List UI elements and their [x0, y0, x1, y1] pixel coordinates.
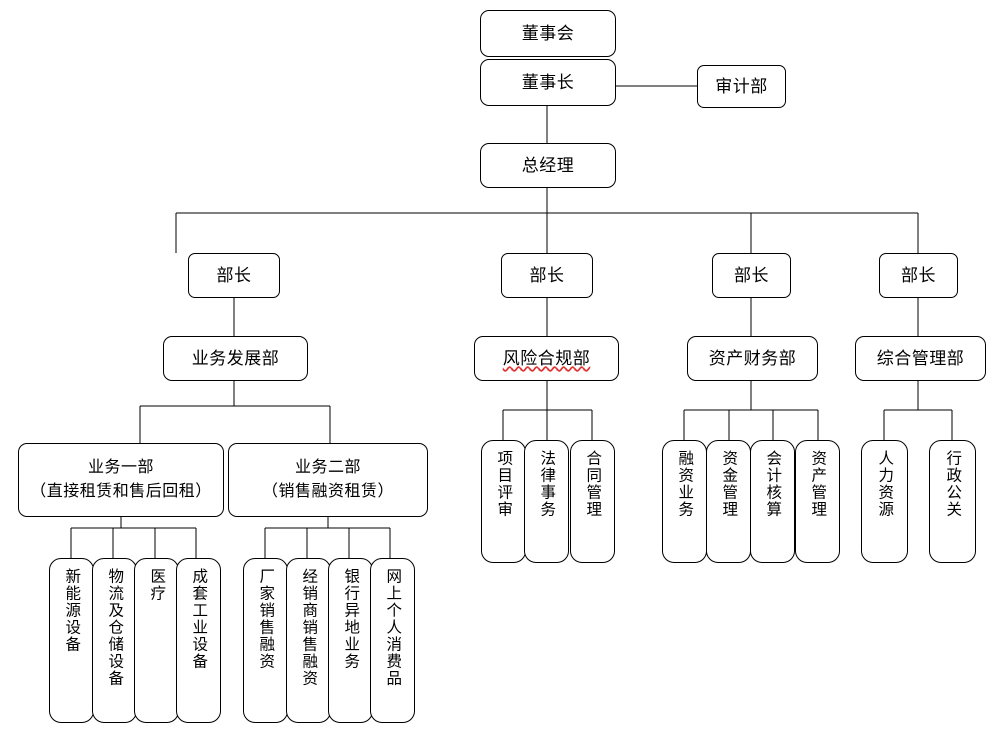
leaf-financing-business[interactable]: 融资业务 [662, 440, 707, 563]
leaf-label: 医疗 [148, 568, 166, 602]
node-label: 业务发展部 [191, 348, 280, 368]
node-label: 总经理 [521, 155, 575, 175]
leaf-label: 资产管理 [809, 450, 827, 518]
leaf-label: 资金管理 [720, 450, 738, 518]
leaf-label: 法律事务 [538, 450, 556, 518]
node-department-head-business[interactable]: 部长 [188, 253, 280, 298]
node-label: 部长 [529, 265, 565, 285]
node-label-line1: 业务二部 [294, 459, 361, 477]
leaf-label: 合同管理 [584, 450, 602, 518]
node-label: 审计部 [715, 76, 768, 96]
leaf-project-review[interactable]: 项目评审 [481, 440, 526, 563]
node-risk-compliance-department[interactable]: 风险合规部 [474, 336, 619, 381]
node-label: 部长 [734, 265, 769, 285]
leaf-complete-industrial-equipment[interactable]: 成套工业设备 [176, 558, 221, 723]
node-board-of-directors[interactable]: 董事会 [480, 10, 616, 57]
node-business-unit-1[interactable]: 业务一部 （直接租赁和售后回租） [18, 443, 224, 517]
node-label: 综合管理部 [876, 348, 965, 368]
node-label: 部长 [216, 265, 252, 285]
node-label: 部长 [901, 265, 936, 285]
leaf-administration-public-relations[interactable]: 行政公关 [929, 440, 976, 563]
leaf-legal-affairs[interactable]: 法律事务 [524, 440, 569, 563]
leaf-logistics-warehouse-equipment[interactable]: 物流及仓储设备 [92, 558, 137, 723]
leaf-label: 银行异地业务 [342, 568, 360, 670]
leaf-accounting[interactable]: 会计核算 [750, 440, 795, 563]
node-general-management-department[interactable]: 综合管理部 [855, 336, 986, 381]
node-audit-department[interactable]: 审计部 [697, 65, 786, 108]
leaf-manufacturer-sales-financing[interactable]: 厂家销售融资 [243, 558, 288, 723]
node-general-manager[interactable]: 总经理 [480, 143, 616, 188]
leaf-label: 人力资源 [876, 450, 894, 518]
leaf-label: 新能源设备 [63, 568, 81, 653]
leaf-label: 成套工业设备 [190, 568, 208, 670]
leaf-human-resources[interactable]: 人力资源 [861, 440, 908, 563]
node-department-head-admin[interactable]: 部长 [879, 253, 958, 298]
node-label: 风险合规部 [502, 348, 591, 368]
leaf-dealer-sales-financing[interactable]: 经销商销售融资 [286, 558, 331, 723]
leaf-label: 厂家销售融资 [257, 568, 275, 670]
leaf-label: 会计核算 [764, 450, 782, 518]
leaf-fund-management[interactable]: 资金管理 [706, 440, 751, 563]
node-label: 董事长 [521, 72, 575, 92]
node-label-line2: （销售融资租赁） [261, 482, 394, 500]
leaf-new-energy-equipment[interactable]: 新能源设备 [49, 558, 94, 723]
node-label: 董事会 [521, 23, 575, 43]
node-business-unit-2[interactable]: 业务二部 （销售融资租赁） [228, 443, 428, 517]
leaf-label: 经销商销售融资 [300, 568, 318, 687]
leaf-online-personal-consumer-goods[interactable]: 网上个人消费品 [370, 558, 415, 723]
node-label: 资产财务部 [708, 348, 797, 368]
node-label-line1: 业务一部 [87, 459, 154, 477]
leaf-label: 物流及仓储设备 [106, 568, 124, 687]
node-asset-finance-department[interactable]: 资产财务部 [687, 336, 818, 381]
leaf-contract-management[interactable]: 合同管理 [570, 440, 615, 563]
node-department-head-risk[interactable]: 部长 [501, 253, 593, 298]
leaf-asset-management[interactable]: 资产管理 [795, 440, 840, 563]
leaf-label: 项目评审 [495, 450, 513, 518]
node-business-development-department[interactable]: 业务发展部 [163, 336, 308, 381]
leaf-label: 行政公关 [944, 450, 962, 518]
node-department-head-finance[interactable]: 部长 [712, 253, 791, 298]
leaf-bank-offsite-business[interactable]: 银行异地业务 [328, 558, 373, 723]
node-chairman[interactable]: 董事长 [480, 59, 616, 106]
leaf-label: 融资业务 [676, 450, 694, 518]
leaf-medical[interactable]: 医疗 [134, 558, 179, 723]
node-label-line2: （直接租赁和售后回租） [30, 482, 212, 500]
leaf-label: 网上个人消费品 [384, 568, 402, 687]
